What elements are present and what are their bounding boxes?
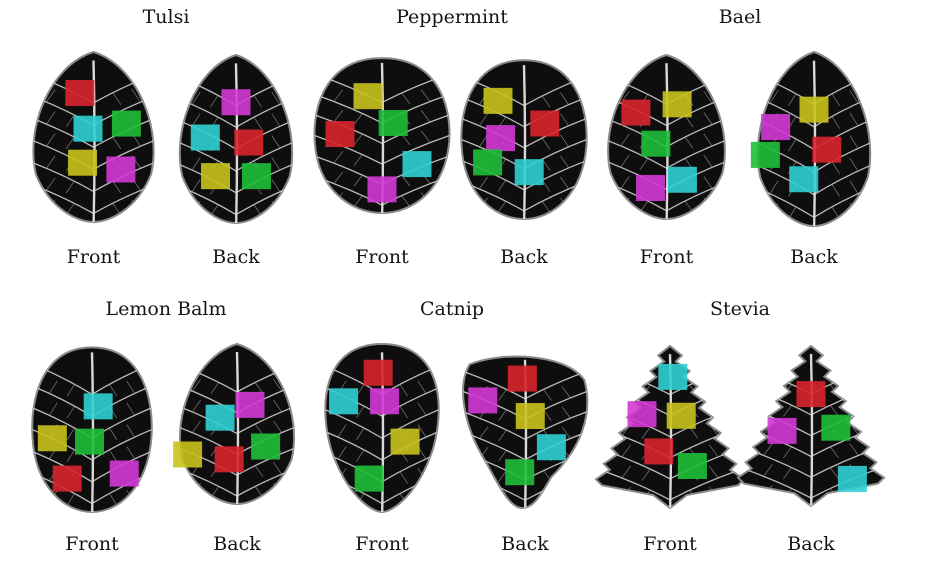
patch-magenta: [235, 391, 265, 418]
patch-yellow: [666, 402, 696, 429]
plant-title: Bael: [718, 6, 762, 28]
patch-green: [354, 465, 384, 492]
patch-red: [325, 121, 355, 148]
patch-red: [812, 136, 842, 163]
leaf-side-label-back: Back: [501, 533, 549, 555]
leaf-image: [313, 57, 451, 215]
leaf-side-label-back: Back: [212, 246, 260, 268]
patch-magenta: [468, 387, 498, 414]
patch-magenta: [370, 388, 400, 415]
patch-green: [75, 428, 105, 455]
leaf-image: [460, 59, 588, 221]
patch-magenta: [636, 174, 666, 201]
patch-cyan: [205, 404, 235, 431]
leaf-image: [31, 346, 153, 514]
patch-red: [363, 359, 393, 386]
patch-magenta: [367, 176, 397, 203]
patch-green: [505, 459, 535, 486]
patch-red: [214, 446, 244, 473]
patch-magenta: [109, 460, 139, 487]
patch-magenta: [767, 417, 797, 444]
patch-yellow: [390, 428, 420, 455]
patch-yellow: [515, 403, 545, 430]
patch-cyan: [73, 115, 103, 142]
patch-green: [241, 163, 271, 190]
patch-green: [378, 110, 408, 137]
patch-cyan: [402, 151, 432, 178]
patch-yellow: [799, 96, 829, 123]
patch-green: [111, 110, 141, 137]
patch-yellow: [37, 425, 67, 452]
leaf-image: [607, 53, 726, 221]
patch-magenta: [761, 114, 791, 141]
leaf-side-label-front: Front: [355, 533, 409, 555]
patch-cyan: [667, 166, 697, 193]
patch-red: [530, 110, 560, 137]
patch-red: [621, 99, 651, 126]
leaf-image: [750, 50, 872, 228]
patch-cyan: [536, 434, 566, 461]
patch-yellow: [353, 83, 383, 110]
patch-green: [473, 149, 503, 176]
patch-cyan: [658, 363, 688, 390]
leaf-side-label-back: Back: [787, 533, 835, 555]
leaf-side-label-back: Back: [500, 246, 548, 268]
patch-cyan: [190, 124, 220, 151]
patch-yellow: [173, 441, 203, 468]
patch-magenta: [221, 89, 251, 116]
leaf-side-label-back: Back: [790, 246, 838, 268]
patch-red: [65, 80, 95, 106]
plant-title: Lemon Balm: [105, 298, 227, 320]
leaf-side-label-front: Front: [643, 533, 697, 555]
patch-cyan: [83, 393, 113, 420]
patch-red: [52, 465, 82, 492]
leaf-image: [173, 342, 296, 506]
patch-cyan: [837, 465, 867, 492]
plant-title: Catnip: [420, 298, 484, 320]
patch-red: [507, 365, 537, 392]
leaf-image: [32, 50, 155, 224]
leaf-image: [178, 53, 294, 225]
leaf-side-label-front: Front: [65, 533, 119, 555]
patch-yellow: [201, 163, 231, 190]
leaf-side-label-front: Front: [639, 246, 694, 268]
patch-green: [251, 433, 281, 460]
patch-yellow: [662, 91, 692, 118]
patch-yellow: [483, 87, 513, 114]
leaf-side-label-front: Front: [355, 246, 409, 268]
leaf-image: [462, 355, 589, 510]
patch-yellow: [68, 149, 98, 176]
patch-green: [750, 141, 780, 168]
patch-green: [677, 453, 707, 479]
patch-red: [644, 438, 674, 465]
patch-red: [234, 129, 264, 156]
leaf-side-label-front: Front: [66, 246, 121, 268]
patch-cyan: [514, 159, 544, 186]
leaf-image: [324, 342, 440, 514]
leaf-side-label-back: Back: [213, 533, 261, 555]
patch-green: [641, 130, 671, 157]
patch-cyan: [789, 166, 819, 193]
patch-green: [821, 414, 851, 441]
patch-magenta: [486, 125, 516, 152]
plant-title: Peppermint: [396, 6, 508, 28]
patch-red: [796, 381, 826, 408]
patch-magenta: [627, 401, 657, 428]
leaf-veins: [314, 62, 450, 213]
plant-title: Tulsi: [142, 6, 190, 28]
leaf-image: [736, 344, 886, 508]
leaf-image: [594, 344, 746, 510]
patch-magenta: [106, 156, 136, 183]
patch-cyan: [329, 388, 359, 415]
plant-title: Stevia: [709, 298, 771, 320]
